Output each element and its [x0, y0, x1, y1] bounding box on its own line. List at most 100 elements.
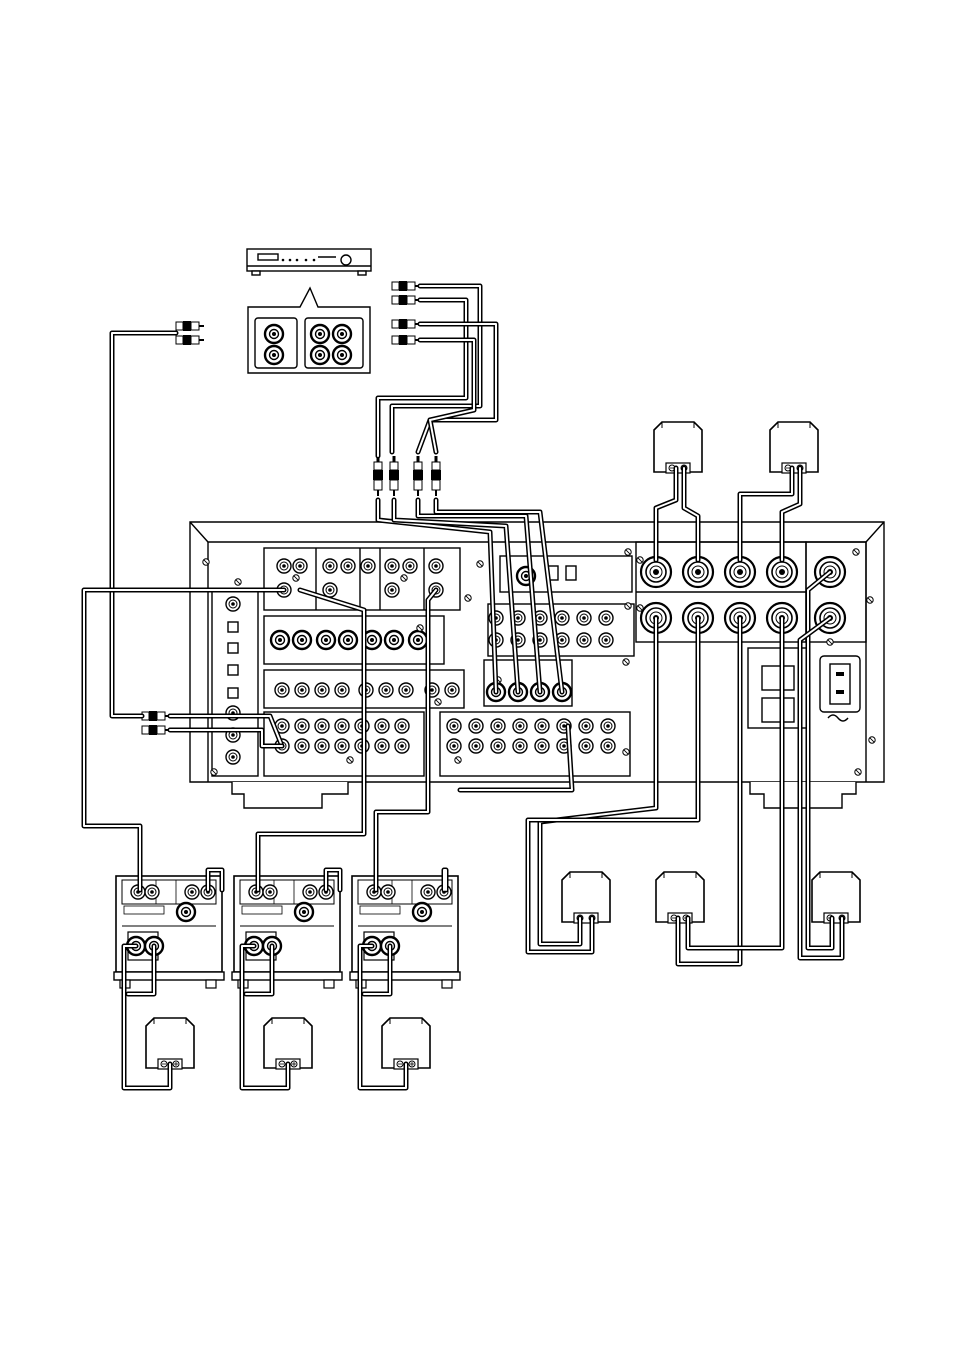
rca-jack: [469, 719, 483, 733]
amp-output-jack: [185, 885, 199, 899]
rca-jack: [601, 739, 615, 753]
rca-jack: [535, 719, 549, 733]
player-back-panel-callout: [248, 288, 370, 373]
amp-input-jack: [145, 885, 159, 899]
screw-icon: [477, 561, 483, 567]
cable-amp-link-3: [444, 870, 446, 890]
speaker-top-right: [770, 422, 818, 473]
rca-jack: [445, 683, 459, 697]
rca-plug-icon: [389, 456, 399, 496]
screw-icon: [401, 575, 407, 581]
screw-icon: [347, 757, 353, 763]
rca-jack: [323, 583, 337, 597]
rca-jack: [335, 683, 349, 697]
amp-input-jack: [381, 885, 395, 899]
rca-jack: [395, 719, 409, 733]
screw-icon: [853, 549, 859, 555]
rca-plug-icon: [373, 456, 383, 496]
cable-player-analog: [112, 333, 176, 716]
rca-jack: [599, 633, 613, 647]
rca-jack: [555, 611, 569, 625]
rca-plug-icon: [392, 295, 420, 305]
screw-icon: [637, 605, 643, 611]
amp-level-knob: [177, 903, 195, 921]
screw-icon: [203, 559, 209, 565]
rca-plug-icon: [431, 456, 441, 496]
screw-icon: [235, 579, 241, 585]
source-player: [247, 249, 371, 275]
s-video-jack: [317, 631, 335, 649]
speaker-right-2: [656, 872, 704, 923]
rca-jack: [535, 739, 549, 753]
screw-icon: [625, 603, 631, 609]
rca-jack: [599, 611, 613, 625]
rca-jack: [293, 559, 307, 573]
speaker-top-left: [654, 422, 702, 473]
s-video-jack: [385, 631, 403, 649]
screw-icon: [867, 597, 873, 603]
rca-jack: [577, 633, 591, 647]
amp-input-jack: [263, 885, 277, 899]
speaker-bottom-2: [264, 1018, 312, 1069]
screw-icon: [625, 549, 631, 555]
rca-jack: [295, 739, 309, 753]
rca-jack: [295, 719, 309, 733]
rca-jack: [447, 719, 461, 733]
cable-player-rear-l: [418, 324, 496, 452]
rca-jack: [385, 583, 399, 597]
rca-jack: [491, 719, 505, 733]
screw-icon: [869, 737, 875, 743]
rca-jack: [341, 559, 355, 573]
rca-jack: [579, 719, 593, 733]
rca-jack: [277, 559, 291, 573]
rca-jack: [429, 559, 443, 573]
rca-plug-icon: [392, 335, 420, 345]
rca-jack: [469, 739, 483, 753]
rca-jack: [491, 739, 505, 753]
screw-icon: [637, 557, 643, 563]
rca-jack: [385, 559, 399, 573]
amp-output-jack: [421, 885, 435, 899]
amp-level-knob: [295, 903, 313, 921]
rca-jack: [375, 719, 389, 733]
speaker-bottom-1: [146, 1018, 194, 1069]
speaker-right-1: [562, 872, 610, 923]
rca-plug-icon: [176, 321, 204, 331]
rca-jack: [315, 683, 329, 697]
rca-jack: [315, 739, 329, 753]
rca-jack: [361, 559, 375, 573]
s-video-jack: [339, 631, 357, 649]
rca-plug-icon: [392, 319, 420, 329]
rca-jack: [395, 739, 409, 753]
rca-plug-icon: [142, 711, 170, 721]
rca-jack: [375, 739, 389, 753]
s-video-jack: [271, 631, 289, 649]
s-video-jack: [293, 631, 311, 649]
speaker-right-3: [812, 872, 860, 923]
rca-jack: [315, 719, 329, 733]
rca-jack: [335, 719, 349, 733]
screw-icon: [435, 699, 441, 705]
rca-plug-icon: [392, 281, 420, 291]
rca-jack: [379, 683, 393, 697]
rca-jack: [513, 739, 527, 753]
screw-icon: [211, 769, 217, 775]
rca-plug-icon: [176, 335, 204, 345]
rca-jack: [403, 559, 417, 573]
screw-icon: [293, 575, 299, 581]
speaker-bottom-3: [382, 1018, 430, 1069]
screw-icon: [455, 757, 461, 763]
screw-icon: [623, 659, 629, 665]
rca-jack: [335, 739, 349, 753]
rca-jack: [601, 719, 615, 733]
screw-icon: [623, 749, 629, 755]
rca-jack: [275, 683, 289, 697]
rca-jack: [295, 683, 309, 697]
s-video-jack: [409, 631, 427, 649]
rca-jack: [577, 611, 591, 625]
rca-jack: [447, 739, 461, 753]
screw-icon: [465, 595, 471, 601]
rca-jack: [323, 559, 337, 573]
